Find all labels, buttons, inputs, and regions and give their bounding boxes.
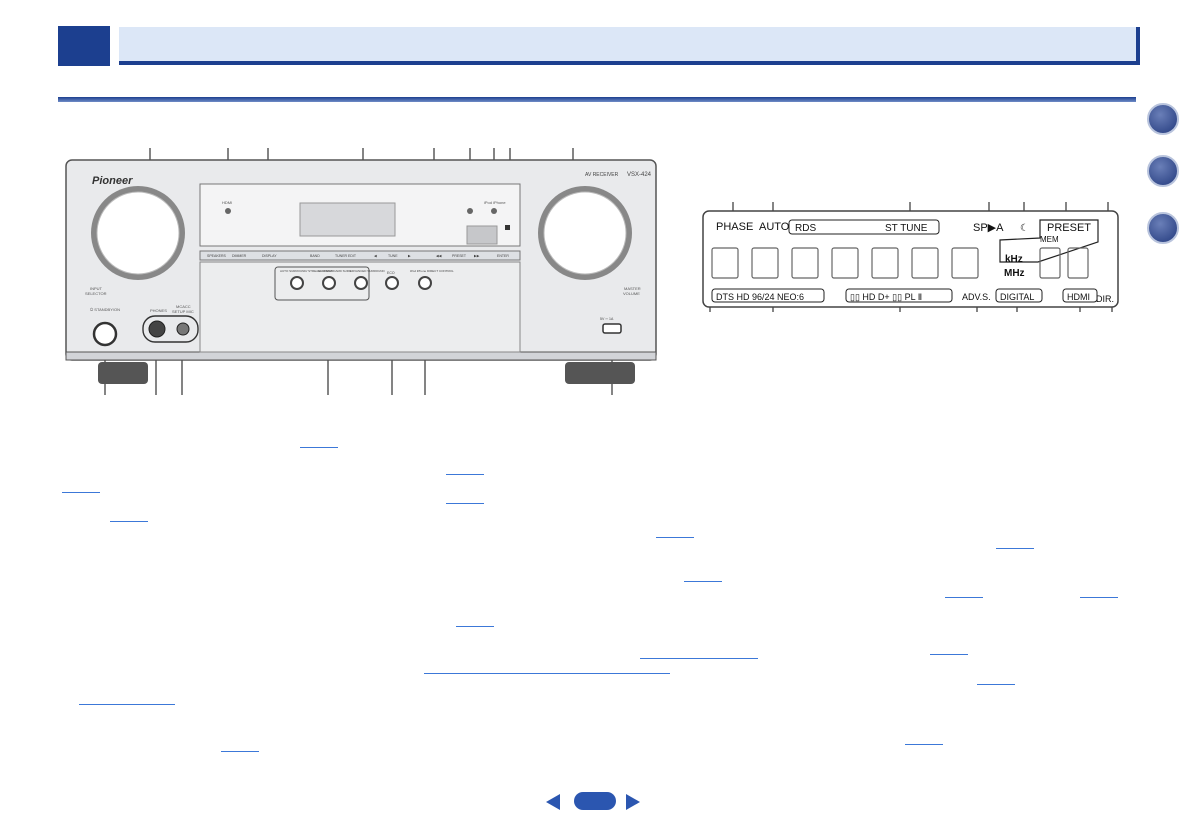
next-page-icon[interactable] bbox=[626, 794, 640, 810]
ir-sensor bbox=[466, 225, 498, 245]
display-bottom_row-4-label: HDMI bbox=[1067, 292, 1090, 302]
front_panel-indicator_top-label: HDMI bbox=[222, 200, 232, 205]
front_panel-button_row_right-0-label: BAND bbox=[310, 254, 320, 258]
phones-jack bbox=[148, 320, 166, 338]
display-row1_left-0-label: PHASE bbox=[716, 221, 753, 233]
front-panel-diagram: Pioneer AV RECEIVER VSX-424 INPUT SELECT… bbox=[65, 148, 1119, 395]
display-row1_left-1-label: AUTO bbox=[759, 221, 790, 233]
front_panel-button_row_right-5-label: ◀◀ bbox=[436, 254, 443, 258]
page-number-button[interactable] bbox=[574, 792, 616, 810]
button-row-left-0: SPEAKERS bbox=[207, 254, 227, 258]
front_panel-button_row_right-4-label: ▶ bbox=[408, 254, 412, 258]
page-link[interactable] bbox=[945, 597, 983, 598]
page-link[interactable] bbox=[930, 654, 968, 655]
front_panel-button_row_left-1-label: DIMMER bbox=[232, 254, 247, 258]
page-link[interactable] bbox=[456, 626, 494, 627]
front_panel-mcacc_label_1-label: MCACC bbox=[176, 304, 191, 309]
front_panel-button_row_right-8-label: ENTER bbox=[497, 254, 509, 258]
display-preset-label: PRESET bbox=[1047, 222, 1091, 234]
previous-page-icon[interactable] bbox=[546, 794, 560, 810]
front_panel-knob_left_label_1-label: INPUT bbox=[90, 286, 103, 291]
display-frame bbox=[702, 210, 1119, 308]
front_panel-button_row_left-2-label: DISPLAY bbox=[262, 254, 277, 258]
ipod-direct-control-button bbox=[418, 276, 432, 290]
button-bar bbox=[199, 250, 521, 261]
front_panel-mcacc_label_2-label: SETUP MIC bbox=[172, 309, 194, 314]
front_panel-standby_label-label: ⏻ STANDBY/ON bbox=[90, 307, 120, 312]
usb-port bbox=[602, 323, 622, 334]
front_panel-button_row_right-7-label: ▶▶ bbox=[474, 254, 481, 258]
display-rds-label: RDS bbox=[795, 223, 816, 234]
alc-button bbox=[322, 276, 336, 290]
display-bottom_row-3-label: DIGITAL bbox=[1000, 292, 1034, 302]
front_panel-phones_label-label: PHONES bbox=[150, 308, 167, 313]
display-st_tune-label: ST TUNE bbox=[885, 223, 928, 234]
front_panel-model-label: VSX-424 bbox=[627, 172, 652, 178]
display-dir-label: DIR. bbox=[1096, 294, 1114, 304]
foot-right bbox=[565, 362, 635, 384]
sleep-moon-icon: ☾ bbox=[1020, 223, 1029, 234]
page-link[interactable] bbox=[996, 548, 1034, 549]
standby-button bbox=[92, 321, 118, 347]
display-bottom_row-0-label: DTS HD 96/24 NEO:6 bbox=[716, 292, 804, 302]
front_panel-lower_buttons-0-label: AUTO SURROUND/ STREAM DIRECT bbox=[280, 269, 333, 273]
front_panel-button_row_right-6-label: PRESET bbox=[452, 254, 467, 258]
display-bottom_row-1-label: ▯▯ HD D+ ▯▯ PL Ⅱ bbox=[850, 292, 922, 302]
page-link[interactable] bbox=[1080, 597, 1118, 598]
front_panel-button_row_right-3-label: TUNE bbox=[388, 254, 398, 258]
page-link[interactable] bbox=[79, 704, 175, 705]
eco-button bbox=[385, 276, 399, 290]
front_panel-button_row_right-1-label: TUNER EDIT bbox=[335, 254, 357, 258]
front_panel-ipod_ctrl_label-label: iPod iPhone DIRECT CONTROL bbox=[410, 269, 454, 273]
auto-surround-button bbox=[290, 276, 304, 290]
front_panel-eco_label-label: ECO bbox=[387, 271, 395, 275]
manual-book-icon[interactable] bbox=[1147, 103, 1179, 135]
display-mhz-label: MHz bbox=[1004, 268, 1025, 279]
display-bottom_row-2-label: ADV.S. bbox=[962, 292, 991, 302]
page-link[interactable] bbox=[221, 751, 259, 752]
page-link[interactable] bbox=[446, 474, 484, 475]
front_panel-indicator_ipod-label: iPod iPhone bbox=[484, 200, 506, 205]
page-link[interactable] bbox=[640, 658, 758, 659]
page-link[interactable] bbox=[424, 673, 670, 674]
front_panel-button_row_right-2-label: ◀ bbox=[374, 254, 378, 258]
display-spa-label: SP▶A bbox=[973, 222, 1004, 234]
front_panel-lower_buttons-2-label: ADVANCED SURROUND bbox=[350, 269, 385, 273]
display-diagram: PHASE AUTO RDS ST TUNE SP▶A ☾ PRESET MEM… bbox=[702, 202, 1119, 312]
display-khz-label: kHz bbox=[1005, 254, 1023, 265]
page-link[interactable] bbox=[446, 503, 484, 504]
chapter-tab bbox=[58, 26, 110, 66]
page-link[interactable] bbox=[110, 521, 148, 522]
front_panel-knob_right_label_2-label: VOLUME bbox=[623, 291, 640, 296]
brand-logo: Pioneer bbox=[92, 175, 133, 187]
advanced-surround-button bbox=[354, 276, 368, 290]
header-divider bbox=[58, 97, 1136, 102]
page-link[interactable] bbox=[300, 447, 338, 448]
mcacc-mic-jack bbox=[176, 322, 190, 336]
page-navigation bbox=[540, 790, 650, 814]
page-link[interactable] bbox=[656, 537, 694, 538]
page-link[interactable] bbox=[905, 744, 943, 745]
display-mem-label: MEM bbox=[1040, 235, 1059, 244]
fl-display bbox=[299, 202, 396, 237]
front_panel-lower_buttons-1-label: ALC/ STANDARD SURR bbox=[318, 269, 352, 273]
page-link[interactable] bbox=[684, 581, 722, 582]
model-label: AV RECEIVER bbox=[585, 172, 619, 178]
foot-left bbox=[98, 362, 148, 384]
front_panel-knob_left_label_2-label: SELECTOR bbox=[85, 291, 107, 296]
segment-digits bbox=[711, 247, 1089, 279]
remote-control-icon[interactable] bbox=[1147, 155, 1179, 187]
page-link[interactable] bbox=[977, 684, 1015, 685]
page-title-bar bbox=[119, 27, 1140, 65]
front_panel-knob_right_label_1-label: MASTER bbox=[624, 286, 641, 291]
receiver-settings-icon[interactable] bbox=[1147, 212, 1179, 244]
page-link[interactable] bbox=[62, 492, 100, 493]
front_panel-usb_label-label: 5V ⎓ 1A bbox=[600, 317, 614, 321]
